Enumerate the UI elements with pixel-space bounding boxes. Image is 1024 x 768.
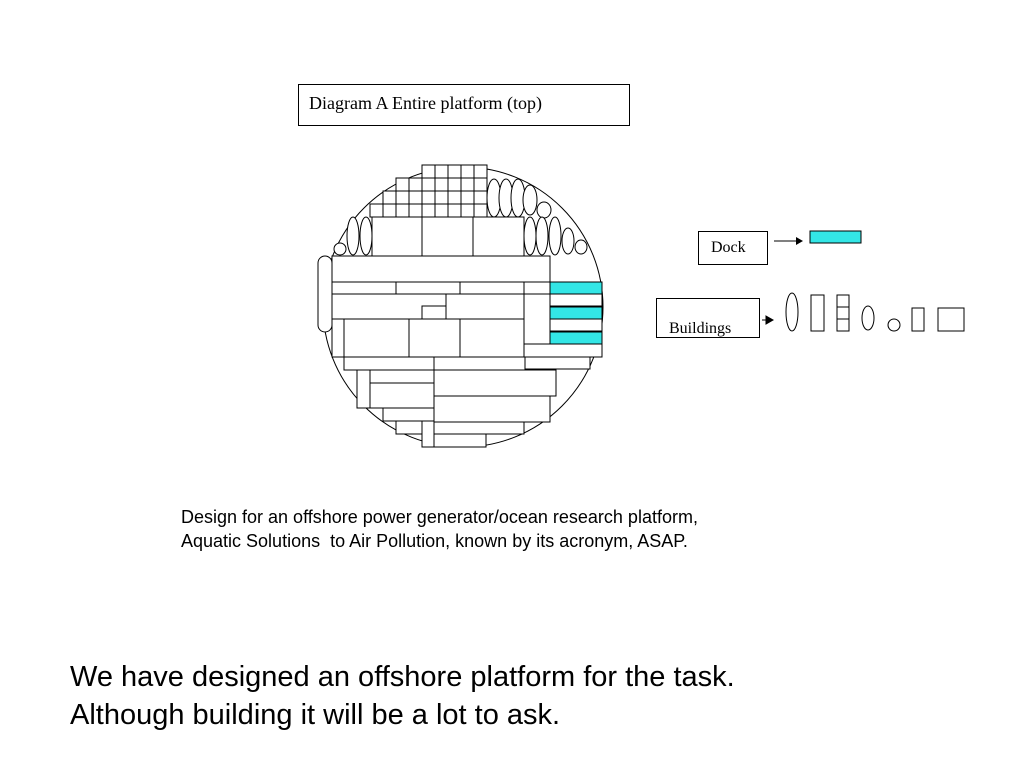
verse-line-2: Although building it will be a lot to as…: [70, 699, 561, 731]
buildings-legend: [762, 292, 965, 332]
building-tank-shape: [785, 292, 799, 332]
verse: We have designed an offshore platform fo…: [70, 658, 735, 734]
diagram-title: Diagram A Entire platform (top): [298, 84, 630, 126]
caption: Design for an offshore power generator/o…: [181, 505, 698, 553]
verse-line-1: We have designed an offshore platform fo…: [70, 661, 735, 693]
left-pill-tank: [317, 255, 333, 333]
building-stacked-rect: [836, 294, 850, 332]
caption-line-2: Aquatic Solutions to Air Pollution, know…: [181, 531, 688, 551]
top-grid-modules: [369, 164, 488, 218]
building-square: [937, 307, 965, 332]
dock-label: Dock: [698, 231, 768, 265]
dock-legend: [774, 230, 862, 245]
building-small-oval: [861, 305, 875, 331]
caption-line-1: Design for an offshore power generator/o…: [181, 507, 698, 527]
central-modules: [331, 216, 603, 448]
top-left-tanks: [333, 216, 373, 256]
buildings-label: Buildings: [656, 298, 760, 338]
building-small-rect: [911, 307, 925, 332]
dock-shape: [809, 230, 862, 244]
dock-berths: [549, 281, 603, 345]
building-circle: [887, 318, 901, 332]
building-tall-rect: [810, 294, 825, 332]
